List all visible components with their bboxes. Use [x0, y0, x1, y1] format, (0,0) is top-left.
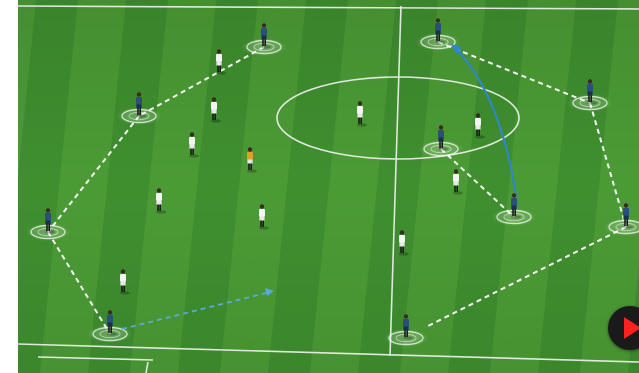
pitch-image	[18, 0, 639, 373]
play-icon	[608, 306, 639, 350]
video-frame	[18, 0, 639, 373]
play-button[interactable]	[608, 306, 639, 350]
